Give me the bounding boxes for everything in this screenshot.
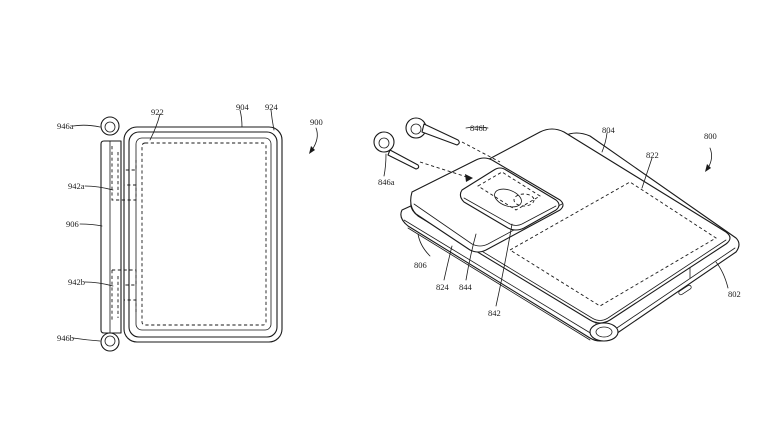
leader-822 [641, 157, 653, 189]
earbud-846a [373, 131, 420, 170]
holder-cover [459, 167, 560, 231]
label-924: 924 [265, 102, 279, 112]
arrow-800 [705, 164, 711, 172]
earbud-docked [589, 322, 619, 342]
leader-844 [465, 233, 477, 281]
display-dashed-region [141, 142, 267, 326]
display-dashed-region [509, 181, 717, 307]
holder-cradle [494, 188, 522, 208]
label-900: 900 [310, 117, 323, 127]
holder-top [111, 146, 137, 201]
label-922: 922 [151, 107, 164, 117]
insertion-path-b [461, 141, 501, 163]
device-edge [413, 209, 727, 321]
pocket-edge [413, 203, 563, 247]
label-824: 824 [436, 282, 450, 292]
figure-800: 846b 846a 804 822 800 806 824 844 842 80… [373, 117, 741, 342]
label-844: 844 [459, 282, 473, 292]
arrow-900 [309, 146, 315, 154]
figure-900: 946a 946b 942a 942b 906 922 904 924 900 [57, 102, 323, 352]
earbud-846b [405, 117, 460, 146]
label-942b: 942b [68, 277, 85, 287]
leader-800 [707, 147, 712, 169]
leader-904 [239, 109, 243, 128]
label-842: 842 [488, 308, 501, 318]
leader-906 [79, 223, 103, 227]
label-802: 802 [728, 289, 741, 299]
case-slab [400, 132, 740, 342]
leader-842 [495, 223, 513, 307]
leader-924 [270, 109, 275, 131]
holder-cover-edge [463, 197, 557, 226]
holder-cradle-dashed [513, 193, 535, 207]
leader-806 [417, 233, 431, 257]
label-906: 906 [66, 219, 79, 229]
label-800: 800 [704, 131, 717, 141]
earbud-bottom [100, 332, 120, 352]
leader-942a [84, 185, 114, 191]
device-inner [128, 131, 278, 338]
leader-942b [84, 281, 114, 287]
leader-802 [715, 261, 729, 289]
label-846a: 846a [378, 177, 395, 187]
label-846b: 846b [470, 123, 487, 133]
leader-824 [443, 245, 453, 281]
holder-bottom [111, 269, 137, 322]
device-port [678, 284, 692, 296]
leader-846b [465, 126, 489, 129]
label-946a: 946a [57, 121, 74, 131]
label-806: 806 [414, 260, 427, 270]
earbud-top [100, 116, 120, 136]
case-strip [100, 140, 122, 334]
label-822: 822 [646, 150, 659, 160]
holder-internal-dashed [477, 171, 541, 211]
label-942a: 942a [68, 181, 85, 191]
leader-946a [72, 124, 101, 128]
label-904: 904 [236, 102, 250, 112]
device-outer [123, 126, 283, 343]
leader-846a [383, 153, 387, 177]
leader-946b [72, 337, 101, 342]
display-panel [135, 137, 272, 331]
insertion-arrow-a [465, 174, 473, 182]
insertion-path-a [419, 161, 471, 179]
leader-804 [601, 132, 608, 153]
leader-922 [149, 113, 161, 141]
leader-900 [311, 127, 318, 151]
case-slab-edge-lower [407, 227, 591, 341]
label-804: 804 [602, 125, 616, 135]
label-946b: 946b [57, 333, 74, 343]
